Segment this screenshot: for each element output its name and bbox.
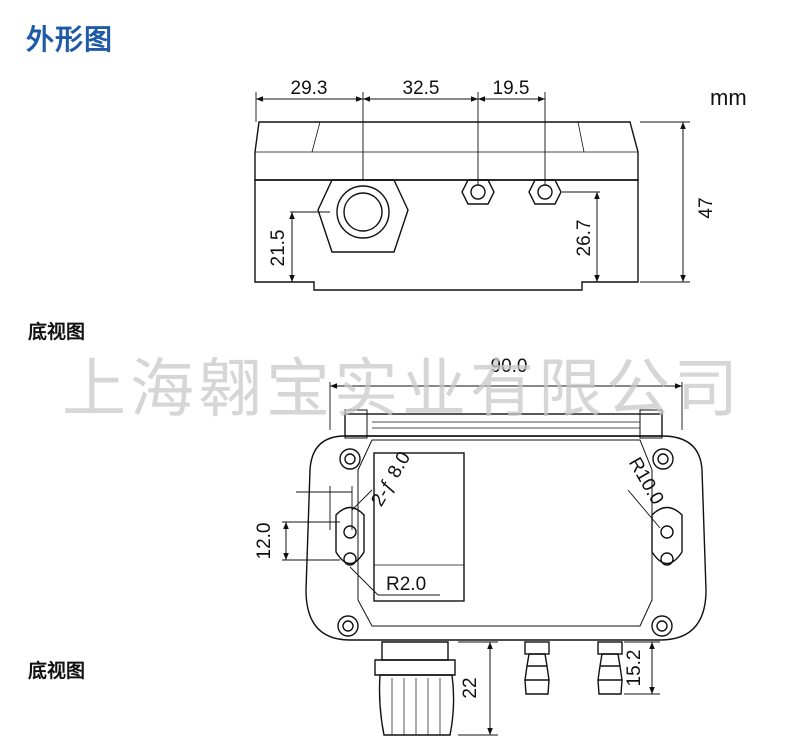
dim-90: 90.0 (491, 356, 528, 377)
corner-screw-tl (339, 448, 361, 470)
dim-26-7: 26.7 (574, 220, 595, 257)
bottom-view-body (305, 435, 707, 641)
mounting-slot-right (651, 506, 683, 566)
dim-19-5: 19.5 (493, 78, 530, 99)
side-view (254, 92, 690, 291)
dim-32-5: 32.5 (403, 78, 440, 99)
dim-12: 12.0 (254, 523, 275, 560)
corner-screw-br (651, 615, 673, 637)
dim-47: 47 (696, 197, 717, 218)
corner-screw-tr (652, 448, 674, 470)
cable-gland-side (317, 179, 409, 253)
dim-15-2: 15.2 (624, 650, 645, 687)
dim-21-5: 21.5 (268, 230, 289, 267)
section-label-bottom-view: 底视图 (28, 321, 86, 343)
dim-r10: R10.0 (624, 454, 668, 508)
section-label-bottom-view-2: 底视图 (28, 660, 86, 682)
mounting-slot-left (335, 506, 365, 566)
side-view-body (254, 179, 639, 291)
unit-label: mm (710, 85, 747, 110)
page-title: 外形图 (26, 23, 114, 56)
corner-screw-bl (337, 615, 359, 637)
top-rail (344, 413, 663, 437)
dim-29-3: 29.3 (291, 78, 328, 99)
barbed-port-1 (524, 641, 550, 695)
lid-panel (373, 452, 465, 602)
bottom-view (282, 382, 707, 736)
dim-r2: R2.0 (386, 574, 426, 595)
barbed-port-2 (597, 641, 623, 695)
cable-gland-bottom (374, 641, 456, 736)
dim-22: 22 (460, 677, 481, 698)
